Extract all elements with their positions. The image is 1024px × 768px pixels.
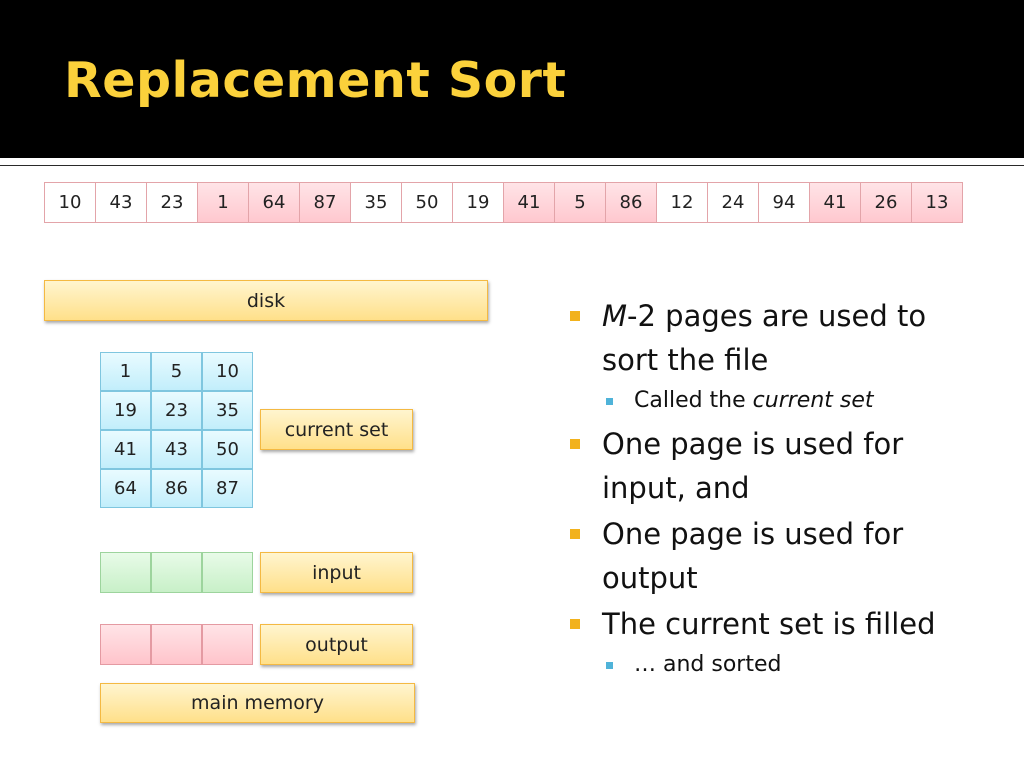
sequence-cell: 87	[299, 182, 351, 223]
bullet-list: M-2 pages are used to sort the file Call…	[566, 294, 986, 686]
current-set-cell: 64	[100, 469, 151, 508]
bullet-marker-icon	[570, 311, 580, 321]
sub-bullet-emphasis: current set	[752, 388, 874, 413]
sub-bullet-item: … and sorted	[566, 648, 986, 682]
sequence-cell: 24	[707, 182, 759, 223]
sequence-cell: 41	[809, 182, 861, 223]
sub-bullet-text: Called the	[634, 388, 753, 413]
current-set-cell: 10	[202, 352, 253, 391]
sequence-cell: 64	[248, 182, 300, 223]
output-cell	[202, 624, 253, 665]
sub-bullet-marker-icon	[606, 398, 613, 405]
sequence-cell: 35	[350, 182, 402, 223]
bullet-marker-icon	[570, 529, 580, 539]
current-set-cell: 35	[202, 391, 253, 430]
bullet-item: The current set is filled	[566, 602, 986, 646]
sequence-cell: 86	[605, 182, 657, 223]
input-cell	[100, 552, 151, 593]
bullet-text: -2 pages are used to sort the file	[602, 299, 927, 377]
slide-title: Replacement Sort	[64, 52, 567, 109]
input-cell	[151, 552, 202, 593]
bullet-text: One page is used for output	[602, 517, 904, 595]
bullet-marker-icon	[570, 439, 580, 449]
output-label: output	[260, 624, 413, 665]
output-cell	[100, 624, 151, 665]
bullet-item: One page is used for input, and	[566, 422, 986, 510]
output-page	[100, 624, 253, 665]
sequence-cell: 19	[452, 182, 504, 223]
current-set-cell: 86	[151, 469, 202, 508]
current-set-label: current set	[260, 409, 413, 450]
current-set-cell: 87	[202, 469, 253, 508]
sequence-cell: 43	[95, 182, 147, 223]
sequence-cell: 50	[401, 182, 453, 223]
current-set-cell: 43	[151, 430, 202, 469]
sequence-cell: 26	[860, 182, 912, 223]
input-page	[100, 552, 253, 593]
bullet-item: One page is used for output	[566, 512, 986, 600]
current-set-cell: 19	[100, 391, 151, 430]
sequence-cell: 94	[758, 182, 810, 223]
sequence-cell: 10	[44, 182, 96, 223]
sequence-cell: 5	[554, 182, 606, 223]
sub-bullet-marker-icon	[606, 662, 613, 669]
current-set-cell: 1	[100, 352, 151, 391]
title-divider	[0, 158, 1024, 166]
sub-bullet-text: … and sorted	[634, 652, 782, 677]
input-cell	[202, 552, 253, 593]
input-label: input	[260, 552, 413, 593]
sequence-cell: 1	[197, 182, 249, 223]
sequence-cell: 23	[146, 182, 198, 223]
bullet-text: One page is used for input, and	[602, 427, 904, 505]
main-memory-label: main memory	[100, 683, 415, 723]
title-bar	[0, 0, 1024, 158]
current-set-cell: 41	[100, 430, 151, 469]
bullet-m-variable: M	[602, 299, 628, 333]
bullet-marker-icon	[570, 619, 580, 629]
current-set-cell: 5	[151, 352, 202, 391]
sub-bullet-item: Called the current set	[566, 384, 986, 418]
output-cell	[151, 624, 202, 665]
sequence-cell: 13	[911, 182, 963, 223]
current-set-cell: 50	[202, 430, 253, 469]
bullet-text: The current set is filled	[602, 607, 936, 641]
sequence-cell: 12	[656, 182, 708, 223]
current-set-cell: 23	[151, 391, 202, 430]
sequence-cell: 41	[503, 182, 555, 223]
disk-label: disk	[44, 280, 488, 321]
bullet-item: M-2 pages are used to sort the file	[566, 294, 986, 382]
